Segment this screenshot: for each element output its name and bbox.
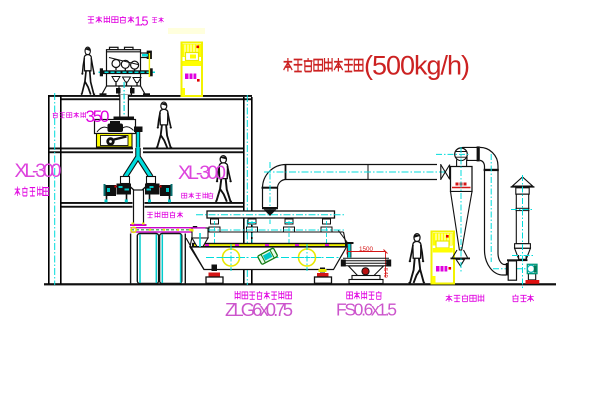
svg-text:FS0.6x1.5: FS0.6x1.5 <box>336 300 397 320</box>
svg-text:(500kg/h): (500kg/h) <box>364 51 470 81</box>
svg-text:XL-300: XL-300 <box>178 162 226 184</box>
svg-text:540: 540 <box>382 268 388 278</box>
svg-text:350: 350 <box>86 107 110 126</box>
svg-text:ZLG6x0.75: ZLG6x0.75 <box>225 299 293 320</box>
svg-text:1500: 1500 <box>359 246 374 253</box>
svg-text:1.5: 1.5 <box>135 15 149 29</box>
svg-text:XL-300: XL-300 <box>15 160 62 182</box>
